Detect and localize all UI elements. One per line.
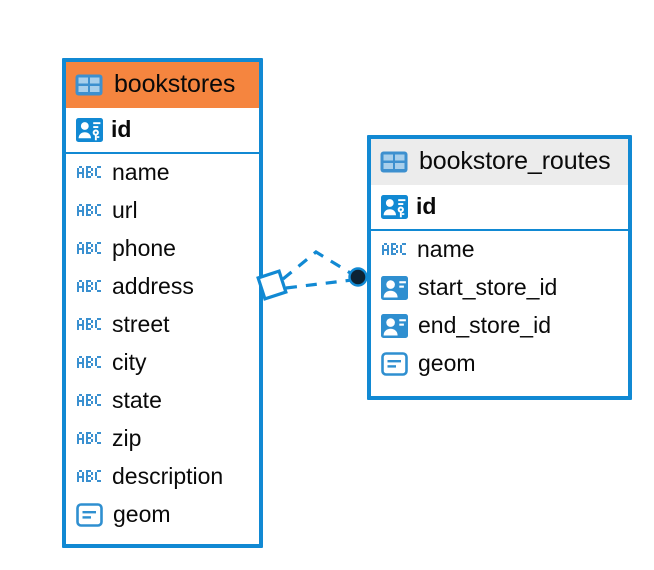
attribute-row-start-store-id[interactable]: start_store_id — [371, 269, 628, 307]
attribute-label: state — [112, 386, 162, 413]
attribute-row-name[interactable]: name — [371, 231, 628, 269]
attribute-row-geom[interactable]: geom — [371, 345, 628, 383]
entity-bookstores[interactable]: bookstores id — [62, 58, 263, 548]
entity-header-bookstore-routes[interactable]: bookstore_routes — [371, 139, 628, 185]
attribute-label: address — [112, 272, 194, 299]
attribute-row-phone[interactable]: phone — [66, 230, 259, 268]
geometry-icon — [381, 352, 408, 376]
abc-text-icon — [76, 316, 102, 334]
abc-text-icon — [76, 392, 102, 410]
relationship-target-circle — [348, 267, 368, 287]
geometry-icon — [76, 503, 103, 527]
attribute-label: name — [417, 235, 475, 262]
abc-text-icon — [76, 354, 102, 372]
attribute-label: geom — [418, 349, 476, 376]
abc-text-icon — [76, 164, 102, 182]
attribute-row-description[interactable]: description — [66, 458, 259, 496]
attribute-label: phone — [112, 234, 176, 261]
attribute-row-street[interactable]: street — [66, 306, 259, 344]
attribute-label: id — [416, 192, 437, 219]
attribute-row-end-store-id[interactable]: end_store_id — [371, 307, 628, 345]
abc-text-icon — [76, 240, 102, 258]
table-icon — [75, 74, 103, 96]
foreign-key-icon — [381, 314, 408, 338]
attribute-label: start_store_id — [418, 273, 558, 300]
attribute-label: street — [112, 310, 170, 337]
attribute-row-name[interactable]: name — [66, 154, 259, 192]
attribute-row-zip[interactable]: zip — [66, 420, 259, 458]
abc-text-icon — [76, 430, 102, 448]
attribute-label: url — [112, 196, 138, 223]
abc-text-icon — [76, 278, 102, 296]
primary-key-icon — [76, 118, 103, 142]
primary-key-icon — [381, 195, 408, 219]
entity-name-label: bookstores — [114, 69, 236, 98]
attribute-row-geom[interactable]: geom — [66, 496, 259, 534]
attribute-label: city — [112, 348, 147, 375]
attribute-row-state[interactable]: state — [66, 382, 259, 420]
attribute-label: description — [112, 462, 224, 489]
attribute-label: end_store_id — [418, 311, 551, 338]
entity-header-bookstores[interactable]: bookstores — [66, 62, 259, 108]
attribute-row-url[interactable]: url — [66, 192, 259, 230]
relationship-line-lower — [285, 278, 353, 290]
attribute-label: geom — [113, 500, 171, 527]
attribute-label: zip — [112, 424, 142, 451]
attribute-row-id[interactable]: id — [66, 108, 259, 154]
relationship-line-upper — [281, 250, 353, 281]
entity-name-label: bookstore_routes — [419, 146, 611, 175]
entity-bookstore-routes[interactable]: bookstore_routes id — [367, 135, 632, 400]
abc-text-icon — [76, 468, 102, 486]
attribute-row-id[interactable]: id — [371, 185, 628, 231]
foreign-key-icon — [381, 276, 408, 300]
attribute-label: name — [112, 158, 170, 185]
table-icon — [380, 151, 408, 173]
abc-text-icon — [381, 241, 407, 259]
attribute-label: id — [111, 115, 132, 142]
attribute-row-address[interactable]: address — [66, 268, 259, 306]
abc-text-icon — [76, 202, 102, 220]
attribute-row-city[interactable]: city — [66, 344, 259, 382]
